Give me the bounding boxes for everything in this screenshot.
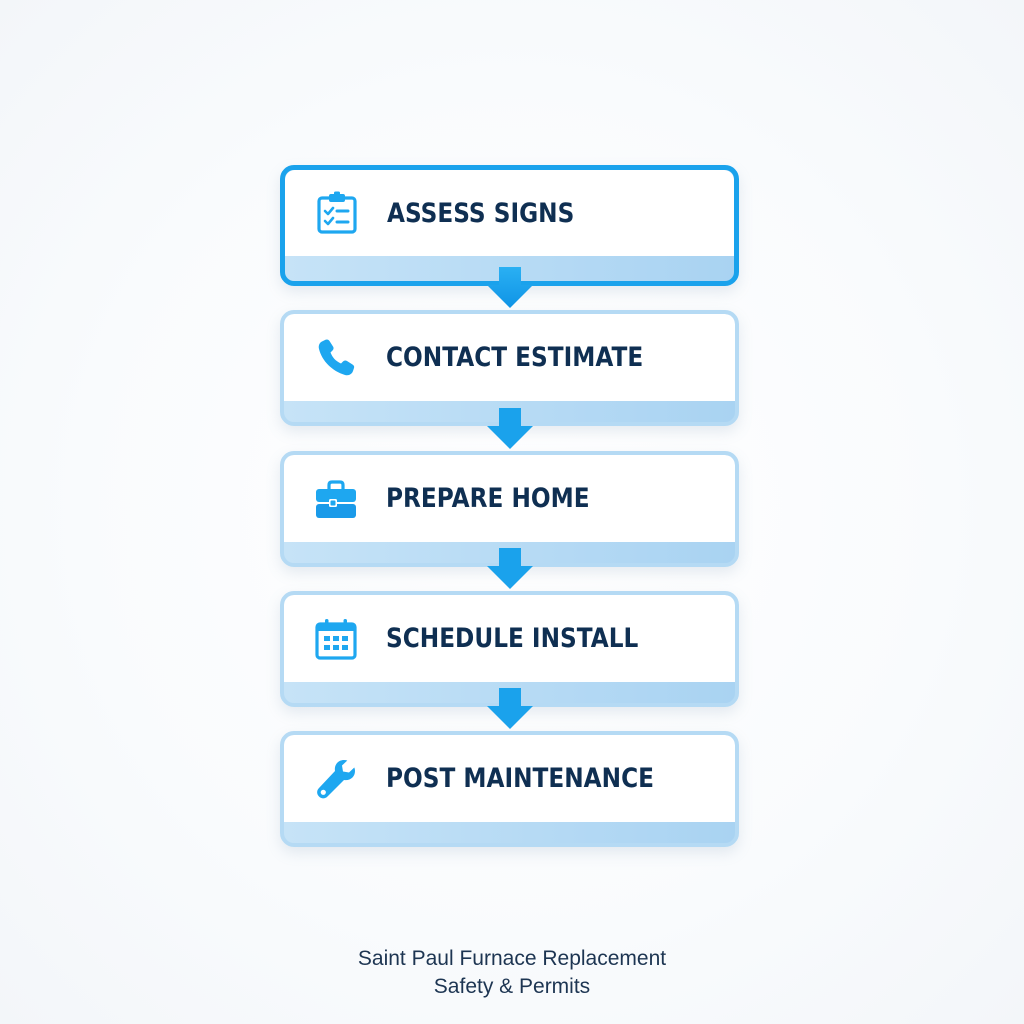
clipboard-checklist-icon [315, 191, 359, 235]
step-content: PREPARE HOME [284, 455, 735, 542]
step-schedule-install[interactable]: SCHEDULE INSTALL [280, 591, 739, 707]
step-content: SCHEDULE INSTALL [284, 595, 735, 682]
down-arrow-icon [486, 548, 534, 590]
down-arrow-icon [486, 408, 534, 450]
step-label: CONTACT ESTIMATE [386, 342, 644, 373]
step-prepare-home[interactable]: PREPARE HOME [280, 451, 739, 567]
step-label: POST MAINTENANCE [386, 763, 654, 794]
wrench-icon [314, 757, 358, 801]
down-arrow-icon [486, 267, 534, 309]
down-arrow-icon [486, 688, 534, 730]
step-content: POST MAINTENANCE [284, 735, 735, 822]
step-label: ASSESS SIGNS [387, 197, 575, 229]
caption: Saint Paul Furnace Replacement Safety & … [0, 945, 1024, 1001]
calendar-icon [314, 617, 358, 661]
phone-icon [314, 336, 358, 380]
caption-title: Saint Paul Furnace Replacement [357, 947, 667, 970]
toolbox-icon [314, 477, 358, 521]
step-assess-signs[interactable]: ASSESS SIGNS [280, 165, 739, 286]
step-content: ASSESS SIGNS [285, 170, 734, 256]
step-label: PREPARE HOME [386, 483, 590, 514]
caption-subtitle: Safety & Permits [433, 975, 591, 998]
step-post-maintenance[interactable]: POST MAINTENANCE [280, 731, 739, 847]
step-label: SCHEDULE INSTALL [386, 623, 639, 654]
step-content: CONTACT ESTIMATE [284, 314, 735, 401]
step-contact-estimate[interactable]: CONTACT ESTIMATE [280, 310, 739, 426]
